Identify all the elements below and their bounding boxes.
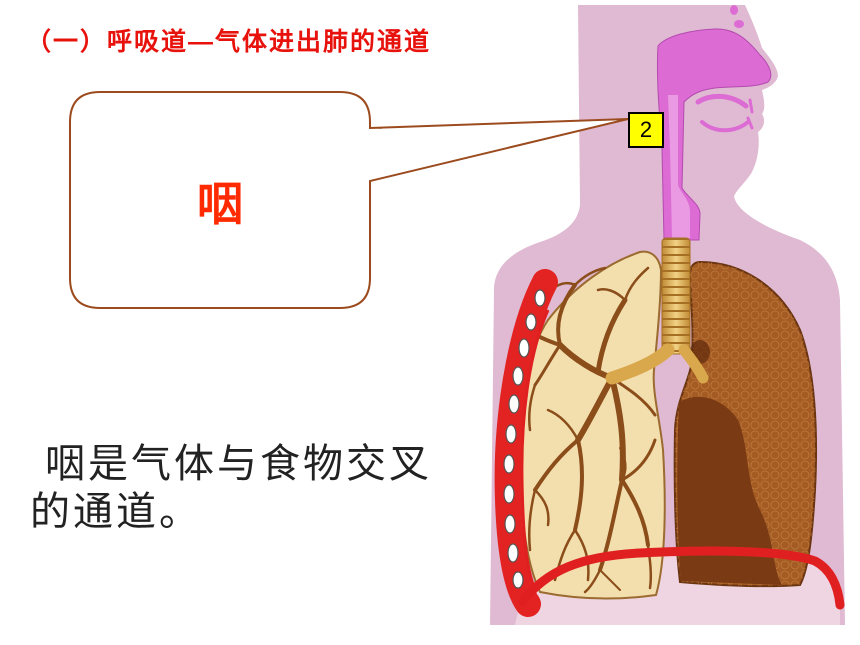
right-lung-inner bbox=[677, 396, 782, 585]
rib bbox=[518, 338, 530, 358]
rib bbox=[503, 484, 515, 504]
sinus-spot bbox=[734, 20, 744, 28]
bronchus-branch bbox=[599, 569, 621, 591]
bronchus-branch bbox=[620, 478, 650, 547]
bronchus-branch bbox=[533, 488, 550, 527]
structure-label: 2 bbox=[628, 112, 664, 148]
bronchus-branch bbox=[595, 297, 628, 375]
respiratory-system-illustration bbox=[490, 5, 845, 625]
tongue bbox=[700, 120, 750, 133]
bronchus-branch bbox=[609, 375, 626, 483]
description-text: 咽是气体与食物交叉 的通道。 bbox=[30, 440, 470, 536]
structure-label-number: 2 bbox=[639, 117, 653, 142]
bronchus-branch bbox=[575, 375, 615, 443]
rib bbox=[508, 394, 520, 414]
rib bbox=[503, 454, 515, 474]
sinus-spot bbox=[730, 5, 738, 15]
bronchus-branch bbox=[619, 447, 627, 481]
bronchus-branch bbox=[623, 266, 650, 302]
rib bbox=[512, 366, 524, 386]
bronchus-branch bbox=[546, 408, 580, 442]
rib bbox=[512, 571, 524, 589]
nasal-cavity bbox=[656, 28, 772, 241]
palate bbox=[695, 93, 749, 109]
slide-title: （一）呼吸道—气体进出肺的通道 bbox=[26, 28, 432, 56]
diaphragm bbox=[517, 546, 845, 610]
rib-cage bbox=[494, 269, 558, 617]
rib bbox=[525, 313, 537, 331]
bronchus-branch bbox=[573, 266, 607, 287]
rib bbox=[505, 424, 517, 444]
bronchus-branch bbox=[533, 343, 562, 387]
bronchus-branch bbox=[527, 488, 537, 552]
bronchus-branch bbox=[620, 438, 657, 482]
callout-box bbox=[69, 91, 629, 309]
pharynx-inner bbox=[668, 95, 690, 238]
lips bbox=[746, 98, 754, 130]
bronchus-branch bbox=[533, 438, 580, 492]
callout-term: 咽 bbox=[197, 178, 243, 230]
bronchus-branch bbox=[583, 568, 602, 594]
bronchus-branch bbox=[527, 383, 537, 432]
callout-content: 咽 bbox=[70, 94, 370, 308]
rib bbox=[534, 289, 546, 307]
bronchus-branch bbox=[556, 283, 577, 347]
description-line: 咽是气体与食物交叉 bbox=[45, 442, 432, 486]
rib bbox=[507, 543, 519, 563]
bronchus-branch bbox=[596, 288, 627, 302]
left-main-bronchus bbox=[605, 343, 675, 385]
rib bbox=[504, 514, 516, 534]
pleura-line bbox=[520, 309, 550, 593]
description-line: 的通道。 bbox=[30, 490, 202, 534]
bronchus-branch bbox=[573, 438, 584, 532]
trachea-rings bbox=[662, 238, 690, 354]
right-main-bronchus bbox=[678, 344, 709, 384]
bronchus-branch bbox=[573, 528, 590, 582]
